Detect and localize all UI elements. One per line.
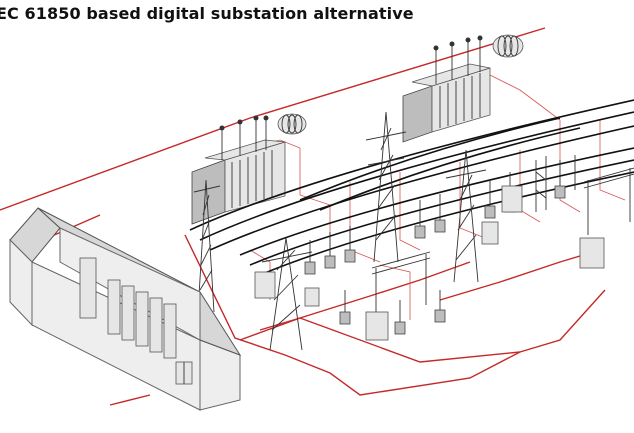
lattice-tower-3	[261, 237, 313, 351]
power-transformer-right	[402, 34, 524, 143]
lattice-tower-4	[445, 149, 487, 283]
lattice-tower-2	[365, 111, 407, 263]
process-bus-network	[0, 27, 606, 406]
field-cabinets	[254, 185, 605, 341]
lattice-tower-1	[193, 179, 221, 313]
diagram-title: EC 61850 based digital substation altern…	[0, 4, 414, 23]
switchgear-equipment	[304, 155, 576, 335]
column-structure	[535, 156, 547, 212]
gantry-structure-1	[371, 251, 431, 318]
overhead-conductors	[189, 99, 634, 276]
control-house	[9, 207, 242, 411]
gantry-structure-2	[583, 167, 634, 235]
power-transformer-left	[191, 113, 307, 225]
